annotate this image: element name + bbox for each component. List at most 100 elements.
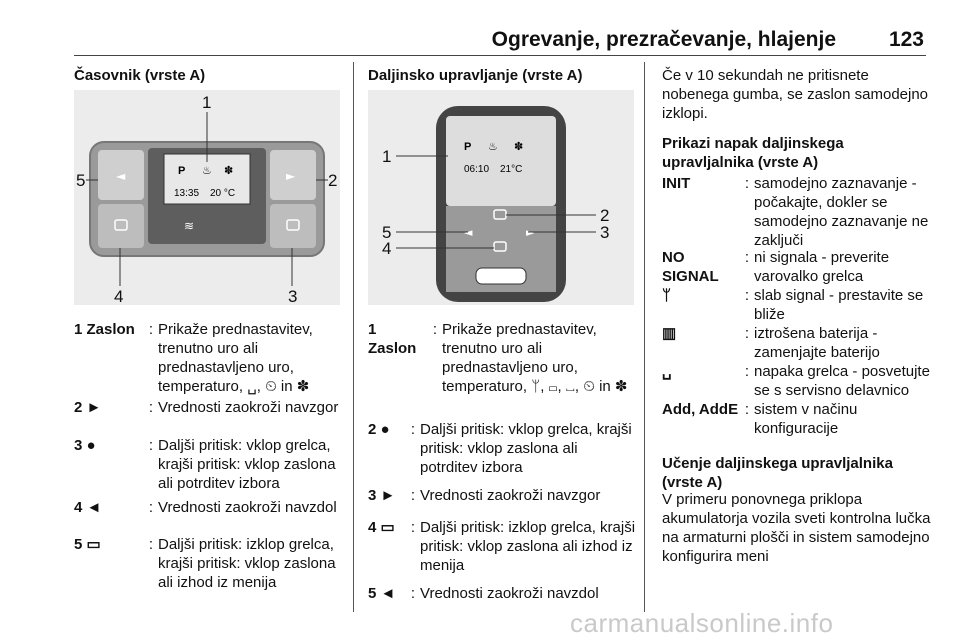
definition-term: 1 Zaslon — [74, 321, 135, 338]
definition-colon: : — [744, 175, 750, 192]
definition-item: INIT: samodejno zaznavanje - počakajte, … — [662, 174, 942, 250]
section-heading-timer: Časovnik (vrste A) — [74, 67, 206, 84]
definition-colon: : — [744, 401, 750, 418]
definition-colon: : — [148, 499, 154, 516]
column-divider — [644, 62, 645, 612]
definition-desc: Prikaže prednastavitev, trenutno uro ali… — [442, 321, 628, 395]
weak-signal-icon: ᛘ — [662, 287, 672, 304]
definition-term: 3 ● — [74, 437, 96, 454]
heat-symbol-icon: ≋ — [184, 219, 194, 233]
left-arrow-icon: ◄ — [464, 226, 473, 239]
definition-desc: Vrednosti zaokroži navzdol — [158, 499, 337, 516]
definition-term: 2 ● — [368, 421, 390, 438]
remote-display-temp: 21°C — [500, 164, 522, 175]
definition-desc: Vrednosti zaokroži navzdol — [420, 585, 599, 602]
off-button-icon — [114, 219, 128, 231]
learning-paragraph: V primeru ponovnega priklopa akumulatorj… — [662, 491, 931, 565]
definition-term: 2 ► — [74, 399, 102, 416]
definition-item: ᛘ: slab signal - prestavite se bliže — [662, 286, 942, 324]
definition-desc: Daljši pritisk: vklop grelca, krajši pri… — [158, 437, 336, 492]
callout-4: 4 — [382, 239, 391, 258]
definition-colon: : — [744, 363, 750, 380]
definition-term: 4 ◄ — [74, 499, 102, 516]
definition-colon: : — [148, 321, 154, 338]
callout-1: 1 — [382, 147, 391, 166]
heater-error-icon: ␣ — [662, 363, 672, 380]
definition-colon: : — [410, 585, 416, 602]
definition-desc: napaka grelca - posvetujte se s servisno… — [754, 363, 930, 399]
page-header: Ogrevanje, prezračevanje, hlajenje 123 — [74, 20, 926, 56]
definition-desc: slab signal - prestavite se bliže — [754, 287, 924, 323]
intro-paragraph: Če v 10 sekundah ne pritisnete nobenega … — [662, 67, 929, 122]
callout-3: 3 — [288, 287, 297, 305]
column-divider — [353, 62, 354, 612]
definition-desc: ni signala - preverite varovalko grelca — [754, 249, 890, 285]
left-arrow-icon: ◄ — [116, 169, 126, 183]
timer-display-time: 13:35 — [174, 188, 199, 199]
definition-term: Add, AddE — [662, 401, 739, 418]
definition-item: NO SIGNAL: ni signala - preverite varova… — [662, 248, 942, 286]
definition-item: ▥: iztrošena baterija - zamenjajte bater… — [662, 324, 942, 362]
fan-icon: ✽ — [224, 164, 233, 177]
callout-4: 4 — [114, 287, 123, 305]
timer-illustration: P ♨ ✽ 13:35 20 °C ◄ ► ≋ 1 2 3 4 5 — [74, 90, 340, 305]
fan-icon: ✽ — [514, 140, 523, 153]
definition-item: 4 ◄: Vrednosti zaokroži navzdol — [74, 498, 344, 517]
definition-desc: Daljši pritisk: vklop grelca, krajši pri… — [420, 421, 632, 476]
definition-colon: : — [410, 519, 416, 536]
callout-5: 5 — [382, 223, 391, 242]
right-arrow-icon: ► — [286, 169, 296, 183]
definition-colon: : — [744, 325, 750, 342]
definition-desc: Daljši pritisk: izklop grelca, krajši pr… — [158, 536, 336, 591]
definition-desc: Daljši pritisk: izklop grelca, krajši pr… — [420, 519, 636, 574]
off-button-icon — [493, 241, 507, 252]
definition-desc: sistem v načinu konfiguracije — [754, 401, 858, 437]
callout-3: 3 — [600, 223, 609, 242]
section-heading-errors: Prikazi napak daljinskega upravljalnika … — [662, 135, 844, 171]
heater-icon: ♨ — [488, 140, 498, 153]
definition-term: 5 ◄ — [368, 585, 396, 602]
timer-display-temp: 20 °C — [210, 188, 235, 199]
definition-colon: : — [410, 421, 416, 438]
definition-term: 5 ▭ — [74, 536, 101, 553]
definition-item: 3 ►: Vrednosti zaokroži navzgor — [368, 486, 638, 505]
definition-term: 3 ► — [368, 487, 396, 504]
remote-illustration: P ♨ ✽ 06:10 21°C ◄ ► 1 2 3 4 5 — [368, 90, 634, 305]
definition-desc: Prikaže prednastavitev, trenutno uro ali… — [158, 321, 313, 395]
callout-5: 5 — [76, 171, 85, 190]
definition-colon: : — [432, 321, 438, 338]
definition-desc: samodejno zaznavanje - počakajte, dokler… — [754, 175, 929, 249]
definition-item: 2 ►: Vrednosti zaokroži navzgor — [74, 398, 344, 417]
definition-term: NO SIGNAL — [662, 249, 719, 285]
section-heading-learning: Učenje daljinskega upravljalnika (vrste … — [662, 455, 893, 491]
callout-1: 1 — [202, 93, 211, 112]
definition-colon: : — [410, 487, 416, 504]
definition-item: 4 ▭: Daljši pritisk: izklop grelca, kraj… — [368, 518, 638, 575]
definition-item: ␣: napaka grelca - posvetujte se s servi… — [662, 362, 942, 400]
remote-display-time: 06:10 — [464, 164, 489, 175]
page-title: Ogrevanje, prezračevanje, hlajenje — [491, 28, 836, 51]
definition-colon: : — [744, 287, 750, 304]
timer-display-p: P — [178, 165, 185, 177]
section-heading-remote: Daljinsko upravljanje (vrste A) — [368, 67, 583, 84]
header-rule — [74, 55, 926, 56]
definition-colon: : — [148, 536, 154, 553]
definition-item: 5 ▭: Daljši pritisk: izklop grelca, kraj… — [74, 535, 344, 592]
definition-term: 4 ▭ — [368, 519, 395, 536]
watermark: carmanualsonline.info — [570, 608, 834, 638]
definition-term: 1 Zaslon — [368, 321, 417, 357]
definition-item: 3 ●: Daljši pritisk: vklop grelca, krajš… — [74, 436, 344, 493]
definition-item: Add, AddE: sistem v načinu konfiguracije — [662, 400, 942, 438]
definition-item: 5 ◄: Vrednosti zaokroži navzdol — [368, 584, 638, 603]
definition-item: 1 Zaslon: Prikaže prednastavitev, trenut… — [368, 320, 638, 396]
definition-desc: Vrednosti zaokroži navzgor — [158, 399, 339, 416]
definition-item: 1 Zaslon: Prikaže prednastavitev, trenut… — [74, 320, 344, 396]
on-button-icon — [286, 219, 300, 231]
definition-desc: iztrošena baterija - zamenjajte baterijo — [754, 325, 880, 361]
remote-display-p: P — [464, 141, 471, 153]
definition-item: 2 ●: Daljši pritisk: vklop grelca, krajš… — [368, 420, 638, 477]
page-number: 123 — [888, 28, 924, 51]
definition-desc: Vrednosti zaokroži navzgor — [420, 487, 601, 504]
callout-2: 2 — [328, 171, 337, 190]
definition-term: INIT — [662, 175, 691, 192]
